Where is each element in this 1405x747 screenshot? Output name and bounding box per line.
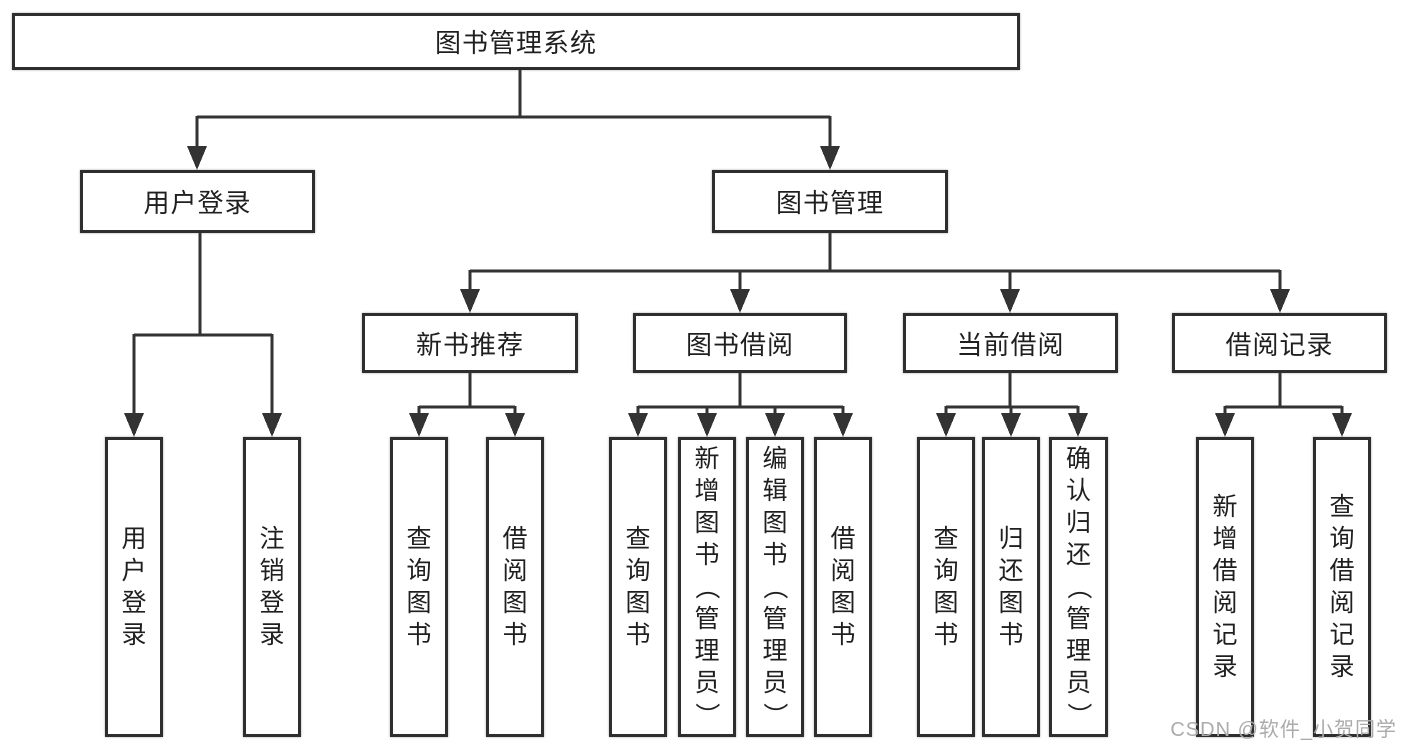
- node-label: 新增图书（管理员）: [692, 445, 721, 728]
- node-book-borrowing: 图书借阅: [633, 313, 847, 373]
- node-borrowing-records: 借阅记录: [1172, 313, 1387, 373]
- arrowhead: [820, 146, 840, 170]
- node-label: 查询图书: [625, 525, 651, 649]
- node-label: 借阅图书: [830, 525, 856, 649]
- leaf-bb-query-books: 查询图书: [609, 437, 667, 737]
- connector-line: [417, 373, 517, 415]
- connector-book-borrowing-children: [628, 373, 853, 437]
- node-new-book-recommend: 新书推荐: [362, 313, 578, 373]
- connector-line: [1223, 373, 1344, 415]
- leaf-user-login: 用户登录: [105, 437, 163, 737]
- leaf-br-add-record: 新增借阅记录: [1196, 437, 1254, 737]
- node-book-management: 图书管理: [712, 170, 948, 233]
- leaf-cb-confirm-return-admin: 确认归还（管理员）: [1049, 437, 1108, 737]
- node-label: 注销登录: [259, 525, 285, 649]
- arrowhead: [697, 413, 717, 437]
- leaf-logout: 注销登录: [243, 437, 301, 737]
- arrowhead: [936, 413, 956, 437]
- connector-borrowing-records-children: [1215, 373, 1352, 437]
- node-label: 当前借阅: [956, 329, 1065, 360]
- connector-book-management-children: [460, 232, 1290, 313]
- node-label: 图书管理系统: [434, 28, 597, 58]
- leaf-bb-add-books-admin: 新增图书（管理员）: [678, 437, 736, 737]
- arrowhead: [765, 413, 785, 437]
- node-current-borrowing: 当前借阅: [903, 313, 1118, 373]
- node-label: 查询图书: [406, 525, 432, 649]
- leaf-cb-query-books: 查询图书: [917, 437, 975, 737]
- csdn-watermark: CSDN @软件_小贺同学: [1170, 719, 1397, 741]
- arrowhead: [505, 413, 525, 437]
- node-label: 借阅图书: [502, 525, 528, 649]
- node-label: 编辑图书（管理员）: [760, 445, 789, 728]
- leaf-bb-borrow-books: 借阅图书: [814, 437, 872, 737]
- node-label: 图书管理: [775, 188, 884, 218]
- arrowhead: [187, 146, 207, 170]
- leaf-rec-borrow-books: 借阅图书: [486, 437, 544, 737]
- connector-line: [636, 373, 845, 415]
- node-user-login: 用户登录: [80, 170, 315, 233]
- node-label: 借阅记录: [1225, 329, 1334, 360]
- leaf-cb-return-books: 归还图书: [982, 437, 1040, 737]
- arrowhead: [1000, 289, 1020, 313]
- connector-line: [132, 232, 274, 415]
- node-label: 查询借阅记录: [1329, 493, 1355, 681]
- connector-new-book-recommend-children: [409, 373, 525, 437]
- arrowhead: [1001, 413, 1021, 437]
- node-label: 新增借阅记录: [1212, 493, 1238, 681]
- node-label: 确认归还（管理员）: [1064, 445, 1093, 728]
- connector-root-to-level2: [187, 68, 840, 170]
- node-label: 归还图书: [998, 525, 1024, 649]
- node-label: 用户登录: [143, 188, 252, 218]
- leaf-rec-query-books: 查询图书: [390, 437, 448, 737]
- connector-line: [944, 373, 1080, 415]
- arrowhead: [1270, 289, 1290, 313]
- node-label: 图书借阅: [685, 329, 794, 360]
- arrowhead: [262, 413, 282, 437]
- connector-current-borrowing-children: [936, 373, 1088, 437]
- leaf-bb-edit-books-admin: 编辑图书（管理员）: [746, 437, 804, 737]
- arrowhead: [1215, 413, 1235, 437]
- connector-line: [195, 68, 832, 148]
- arrowhead: [1332, 413, 1352, 437]
- connector-user-login-children: [124, 232, 282, 437]
- arrowhead: [1068, 413, 1088, 437]
- arrowhead: [124, 413, 144, 437]
- arrowhead: [628, 413, 648, 437]
- arrowhead: [409, 413, 429, 437]
- node-library-system: 图书管理系统: [12, 13, 1020, 70]
- connector-line: [468, 232, 1282, 291]
- arrowhead: [460, 289, 480, 313]
- node-label: 新书推荐: [415, 329, 524, 360]
- leaf-br-query-record: 查询借阅记录: [1313, 437, 1371, 737]
- arrowhead: [730, 289, 750, 313]
- node-label: 查询图书: [933, 525, 959, 649]
- arrowhead: [833, 413, 853, 437]
- node-label: 用户登录: [121, 525, 147, 649]
